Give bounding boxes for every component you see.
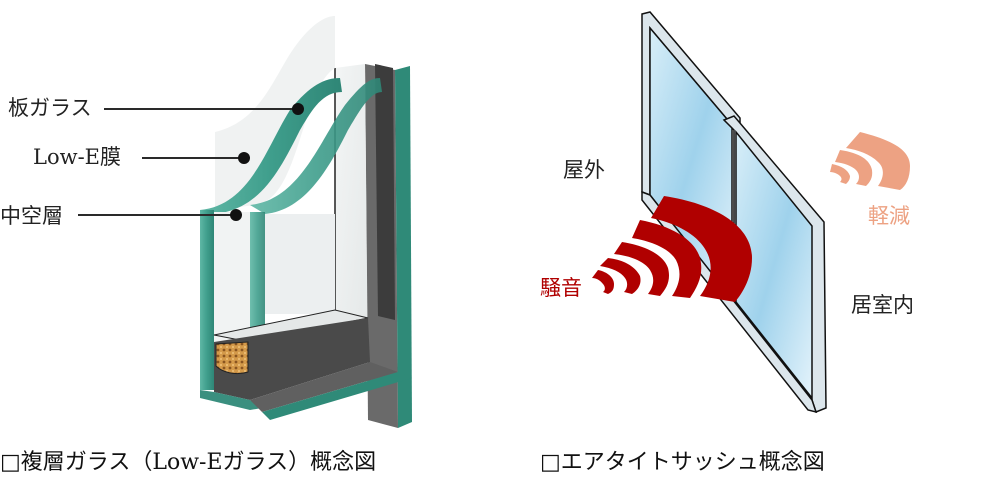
label-outdoor: 屋外	[563, 158, 605, 182]
pointer-dot-air-layer	[230, 209, 242, 221]
leader-line-plate-glass	[104, 108, 296, 110]
leader-line-air-layer	[78, 214, 234, 216]
label-noise: 騒音	[540, 276, 582, 300]
label-reduced: 軽減	[868, 204, 910, 228]
noise-waves-icon	[592, 196, 752, 302]
pointer-dot-low-e-film	[238, 152, 250, 164]
label-plate-glass: 板ガラス	[8, 96, 92, 120]
leader-line-low-e-film	[142, 157, 242, 159]
label-indoor: 居室内	[851, 293, 914, 317]
label-low-e-film: Low-E膜	[33, 145, 121, 169]
pointer-dot-plate-glass	[292, 103, 304, 115]
caption-airtight-sash: □エアタイトサッシュ概念図	[540, 450, 825, 475]
reduced-noise-waves-icon	[830, 132, 910, 190]
label-air-layer: 中空層	[0, 204, 63, 228]
caption-double-glazing: □複層ガラス（Low-Eガラス）概念図	[0, 450, 377, 475]
